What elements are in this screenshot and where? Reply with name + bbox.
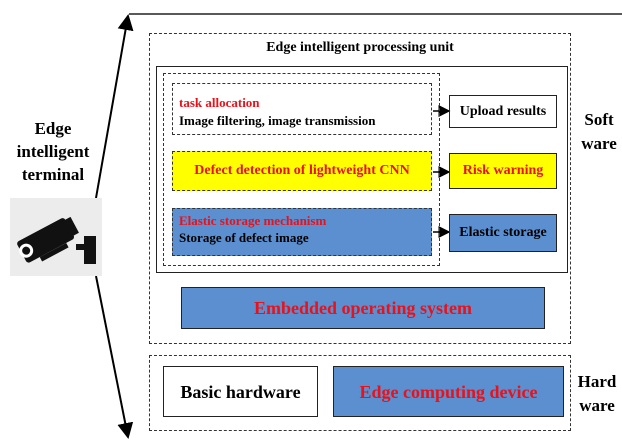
hardware-container — [149, 355, 571, 431]
elastic-storage-box: Elastic storage — [449, 214, 557, 252]
terminal-label: Edge intelligent terminal — [4, 117, 102, 186]
security-camera-icon — [10, 198, 102, 276]
hardware-label: Hard ware — [572, 370, 622, 418]
edge-computing-device-box: Edge computing device — [333, 366, 564, 417]
processing-unit-title: Edge intelligent processing unit — [266, 40, 454, 55]
module-group — [163, 73, 440, 266]
task-allocation-title: task allocation — [179, 95, 260, 110]
software-label: Soft ware — [576, 108, 622, 156]
hardware-label-line1: Hard — [577, 372, 617, 391]
terminal-label-line1: Edge — [34, 119, 72, 138]
software-label-line2: ware — [581, 134, 617, 153]
task-allocation-box: task allocation Image filtering, image t… — [172, 83, 432, 135]
cnn-detection-box: Defect detection of lightweight CNN — [172, 151, 432, 191]
risk-warning-box: Risk warning — [449, 153, 557, 189]
elastic-storage-mechanism-title: Elastic storage mechanism — [179, 213, 327, 228]
task-allocation-body: Image filtering, image transmission — [179, 113, 376, 128]
processing-unit-box — [156, 66, 568, 273]
elastic-storage-mechanism-body: Storage of defect image — [179, 230, 309, 245]
elastic-storage-mechanism-box: Elastic storage mechanism Storage of def… — [172, 208, 432, 256]
software-container — [149, 33, 571, 344]
hardware-label-line2: ware — [579, 396, 615, 415]
basic-hardware-box: Basic hardware — [163, 366, 318, 417]
embedded-os-box: Embedded operating system — [181, 287, 545, 329]
bracket-line-bottom — [95, 275, 134, 439]
terminal-label-line3: terminal — [21, 165, 85, 184]
upload-results-box: Upload results — [449, 95, 557, 128]
software-label-line1: Soft — [584, 110, 614, 129]
terminal-label-line2: intelligent — [16, 142, 90, 161]
